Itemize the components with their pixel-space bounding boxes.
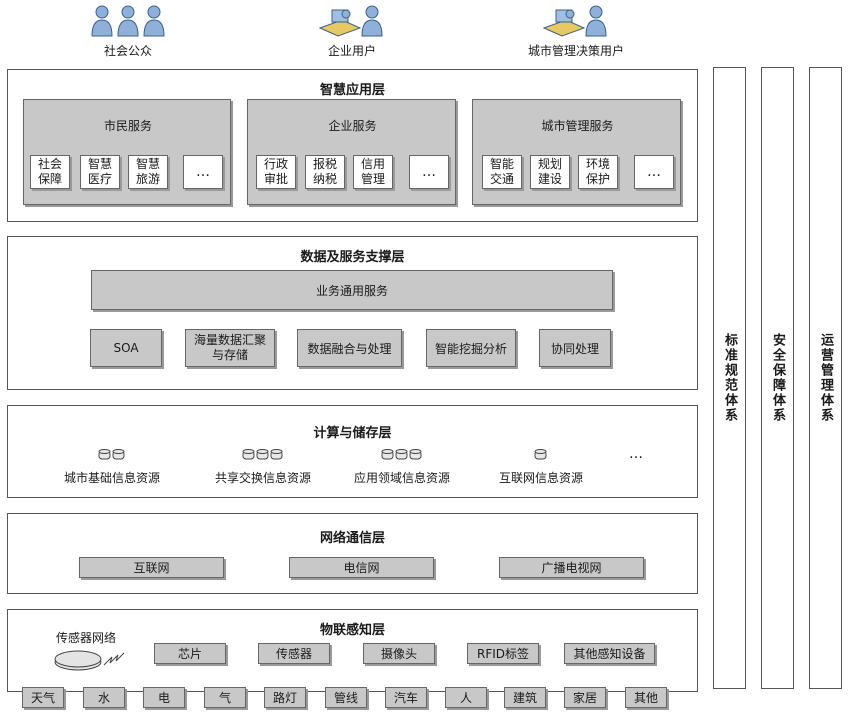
device-other: 其他感知设备 xyxy=(564,643,655,664)
object-building: 建筑 xyxy=(504,687,546,708)
resource-label: 应用领域信息资源 xyxy=(353,471,450,485)
app-group-enterprise: 企业服务 行政审批 报税纳税 信用管理 … xyxy=(247,99,456,205)
support-layer-title: 数据及服务支撑层 xyxy=(300,250,405,265)
user-group-business: 企业用户 xyxy=(310,4,394,62)
object-weather: 天气 xyxy=(22,687,64,708)
object-person: 人 xyxy=(445,687,487,708)
side-standard-system: 标准规范体系 xyxy=(713,67,746,689)
sensor-network-icon xyxy=(54,650,125,671)
database-icon xyxy=(242,449,283,460)
device-camera: 摄像头 xyxy=(363,643,435,664)
device-sensor: 传感器 xyxy=(258,643,330,664)
app-item: 规划建设 xyxy=(530,155,570,189)
object-other: 其他 xyxy=(625,687,667,708)
resource-internet: 互联网信息资源 xyxy=(486,448,596,488)
resource-label: 互联网信息资源 xyxy=(498,471,583,485)
object-streetlight: 路灯 xyxy=(264,687,306,708)
support-item-coop: 协同处理 xyxy=(539,329,611,367)
app-item: 行政审批 xyxy=(256,155,296,189)
app-item: 社会保障 xyxy=(30,155,70,189)
object-electricity: 电 xyxy=(143,687,185,708)
side-label: 运营管理体系 xyxy=(818,333,833,423)
support-layer: 数据及服务支撑层 业务通用服务 SOA 海量数据汇聚与存储 数据融合与处理 智能… xyxy=(7,236,698,390)
resource-city-base: 城市基础信息资源 xyxy=(53,448,171,488)
people-group-icon xyxy=(91,5,165,37)
iot-layer: 物联感知层 传感器网络 芯片 传感器 摄像头 RFID标签 其他感知设备 xyxy=(7,609,698,692)
app-item: 环境保护 xyxy=(578,155,618,189)
side-label: 安全保障体系 xyxy=(770,333,785,423)
app-item-more: … xyxy=(634,155,674,189)
object-home: 家居 xyxy=(564,687,606,708)
object-water: 水 xyxy=(83,687,125,708)
support-item-soa: SOA xyxy=(90,329,162,367)
compute-layer: 计算与储存层 城市基础信息资源 共享交换信息资源 应用领域信息资源 互联网信息资… xyxy=(7,405,698,498)
app-group-city: 城市管理服务 智能交通 规划建设 环境保护 … xyxy=(472,99,681,205)
user-label-business: 企业用户 xyxy=(327,44,376,58)
resource-shared-exchange: 共享交换信息资源 xyxy=(204,448,322,488)
app-layer: 智慧应用层 市民服务 社会保障 智慧医疗 智慧旅游 … 企业服务 行政审批 报税… xyxy=(7,69,698,222)
network-layer-title: 网络通信层 xyxy=(319,531,385,546)
sensor-network-label: 传感器网络 xyxy=(56,631,117,645)
app-group-citizen: 市民服务 社会保障 智慧医疗 智慧旅游 … xyxy=(23,99,231,205)
user-group-decision: 城市管理决策用户 xyxy=(516,4,636,62)
app-item: 信用管理 xyxy=(353,155,393,189)
database-icon xyxy=(98,449,125,460)
resource-application-domain: 应用领域信息资源 xyxy=(343,448,461,488)
app-group-title: 城市管理服务 xyxy=(541,119,614,133)
network-internet: 互联网 xyxy=(79,557,224,578)
app-group-title: 企业服务 xyxy=(328,119,377,133)
app-item: 智慧旅游 xyxy=(128,155,168,189)
device-rfid: RFID标签 xyxy=(467,643,539,664)
device-chip: 芯片 xyxy=(154,643,226,664)
network-broadcast: 广播电视网 xyxy=(499,557,644,578)
app-item-more: … xyxy=(183,155,223,189)
network-layer: 网络通信层 互联网 电信网 广播电视网 xyxy=(7,513,698,594)
resource-label: 共享交换信息资源 xyxy=(214,471,311,485)
side-operation-system: 运营管理体系 xyxy=(809,67,842,689)
app-item-more: … xyxy=(409,155,449,189)
resource-more: … xyxy=(629,446,643,462)
business-user-icon xyxy=(318,5,383,37)
object-pipeline: 管线 xyxy=(325,687,367,708)
app-item: 智能交通 xyxy=(482,155,522,189)
iot-layer-title: 物联感知层 xyxy=(319,623,385,638)
support-item-mining: 智能挖掘分析 xyxy=(426,329,516,367)
object-car: 汽车 xyxy=(385,687,427,708)
decision-user-icon xyxy=(542,5,607,37)
resource-label: 城市基础信息资源 xyxy=(63,471,160,485)
compute-layer-title: 计算与储存层 xyxy=(313,426,392,441)
app-item: 报税纳税 xyxy=(305,155,345,189)
app-layer-title: 智慧应用层 xyxy=(319,83,385,98)
object-gas: 气 xyxy=(204,687,246,708)
database-icon xyxy=(381,449,422,460)
app-item: 智慧医疗 xyxy=(80,155,120,189)
side-label: 标准规范体系 xyxy=(722,333,737,423)
support-item-fusion: 数据融合与处理 xyxy=(297,329,402,367)
user-label-public: 社会公众 xyxy=(103,44,152,58)
app-group-title: 市民服务 xyxy=(103,119,152,133)
user-label-decision: 城市管理决策用户 xyxy=(527,44,624,58)
database-icon xyxy=(534,449,547,460)
network-telecom: 电信网 xyxy=(289,557,434,578)
support-item-storage: 海量数据汇聚与存储 xyxy=(185,329,275,367)
common-service-bar: 业务通用服务 xyxy=(91,270,613,310)
user-group-public: 社会公众 xyxy=(80,4,176,62)
side-security-system: 安全保障体系 xyxy=(761,67,794,689)
